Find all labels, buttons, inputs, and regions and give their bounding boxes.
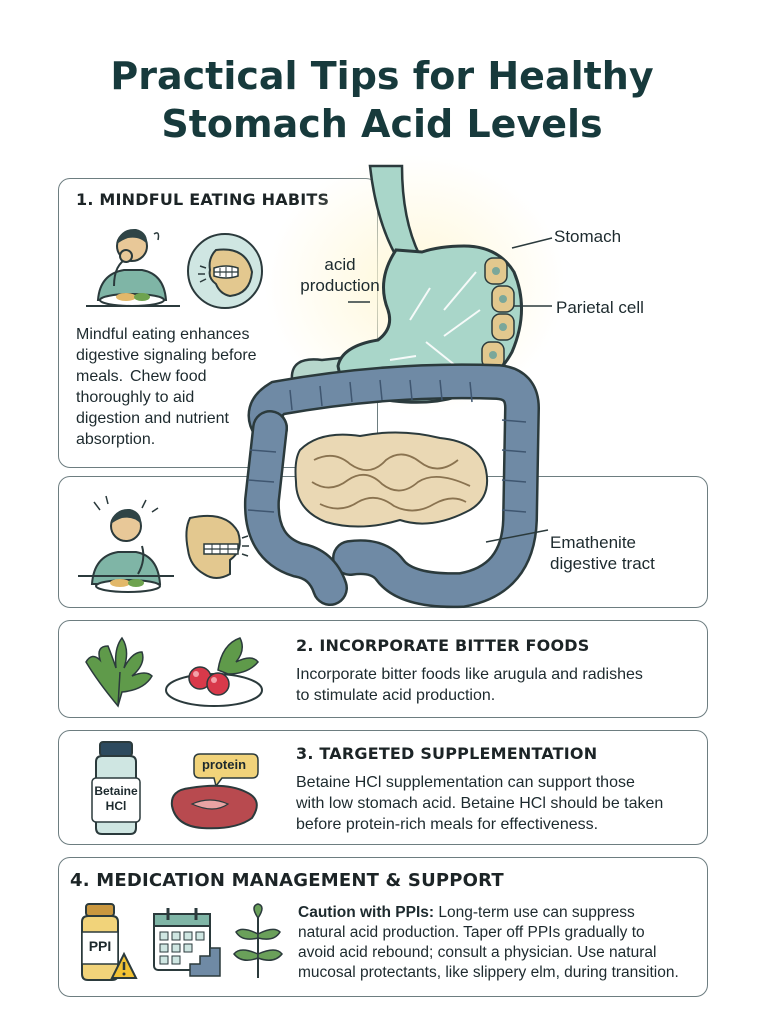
section-1-heading: 1. MINDFUL EATING HABITS [76,190,330,209]
mindful-eater-illustration [86,228,180,307]
section-1-text-b: Chew food thoroughly to aid digestion an… [76,366,229,450]
bottle-label: Betaine HCl [92,784,140,814]
slippery-elm-plant-icon [233,903,283,978]
arugula-icon [85,636,153,708]
section-1-text-a-line-1: Mindful eating enhances [76,326,250,343]
section-2-heading: 2. INCORPORATE BITTER FOODS [296,636,590,655]
page-title: Practical Tips for Healthy Stomach Acid … [0,52,764,148]
section-1-text-b-line-3: digestion and nutrient [76,410,229,427]
stomach-label: Stomach [554,227,622,246]
acid-production-label: acid production [292,254,388,296]
section-2-card [58,620,708,718]
tract-label-line-2: digestive tract [550,554,655,573]
section-1-text-a-line-2: digestive signaling before [76,347,257,364]
section-4-text: Caution with PPIs: Long-term use can sup… [298,903,679,983]
section-4-text-line-3: avoid acid rebound; consult a physician.… [298,944,657,961]
section-3-text-line-2: with low stomach acid. Betaine HCl shoul… [296,795,664,812]
section-1-text-b-line-4: absorption. [76,431,156,448]
protein-steak-icon [170,753,259,830]
section-3-text-line-1: Betaine HCl supplementation can support … [296,774,635,791]
title-line-1: Practical Tips for Healthy [110,54,654,98]
tract-label-line-1: Emathenite [550,533,636,552]
section-1-text-b-line-1: Chew food [130,368,207,385]
digestive-anatomy-illustration [243,155,565,609]
teeth-jaw-icon [185,514,249,579]
digestive-tract-label: Emathenite digestive tract [550,532,655,574]
section-3-heading: 3. TARGETED SUPPLEMENTATION [296,744,598,763]
section-4-heading: 4. MEDICATION MANAGEMENT & SUPPORT [70,870,504,891]
betaine-hcl-bottle-icon [91,741,141,835]
parietal-cell-label: Parietal cell [556,298,644,317]
ppi-label: PPI [88,938,112,954]
acid-label-line-1: acid [324,255,356,274]
section-2-text-line-1: Incorporate bitter foods like arugula an… [296,666,643,683]
section-1-text-a: Mindful eating enhances digestive signal… [76,324,257,387]
acid-label-line-2: production [300,276,380,295]
radish-plate-icon [165,637,263,707]
ppi-bottle-icon [81,903,138,981]
section-4-text-line-1: Caution with PPIs: Long-term use can sup… [298,903,679,923]
protein-label: protein [201,757,247,772]
eating-person-illustration [78,495,174,593]
section-4-text-line-4: mucosal protectants, like slippery elm, … [298,964,679,981]
section-3-card [58,730,708,845]
chewing-mouth-icon [187,233,263,309]
section-3-text: Betaine HCl supplementation can support … [296,772,663,835]
section-2-text: Incorporate bitter foods like arugula an… [296,664,643,706]
section-1-text-a-line-3: meals. [76,368,124,385]
caution-label: Caution with PPIs: [298,904,435,921]
section-3-text-line-3: before protein-rich meals for effectiven… [296,816,599,833]
section-4-text-line-2: natural acid production. Taper off PPIs … [298,924,645,941]
bottle-label-line-2: HCl [105,799,127,813]
calendar-taper-icon [153,908,221,977]
bottle-label-line-1: Betaine [94,784,138,798]
title-line-2: Stomach Acid Levels [161,102,603,146]
section-2-text-line-2: to stimulate acid production. [296,687,496,704]
section-4-text-line-1-rest: Long-term use can suppress [434,904,635,921]
section-1-text-b-line-2: thoroughly to aid [76,389,195,406]
